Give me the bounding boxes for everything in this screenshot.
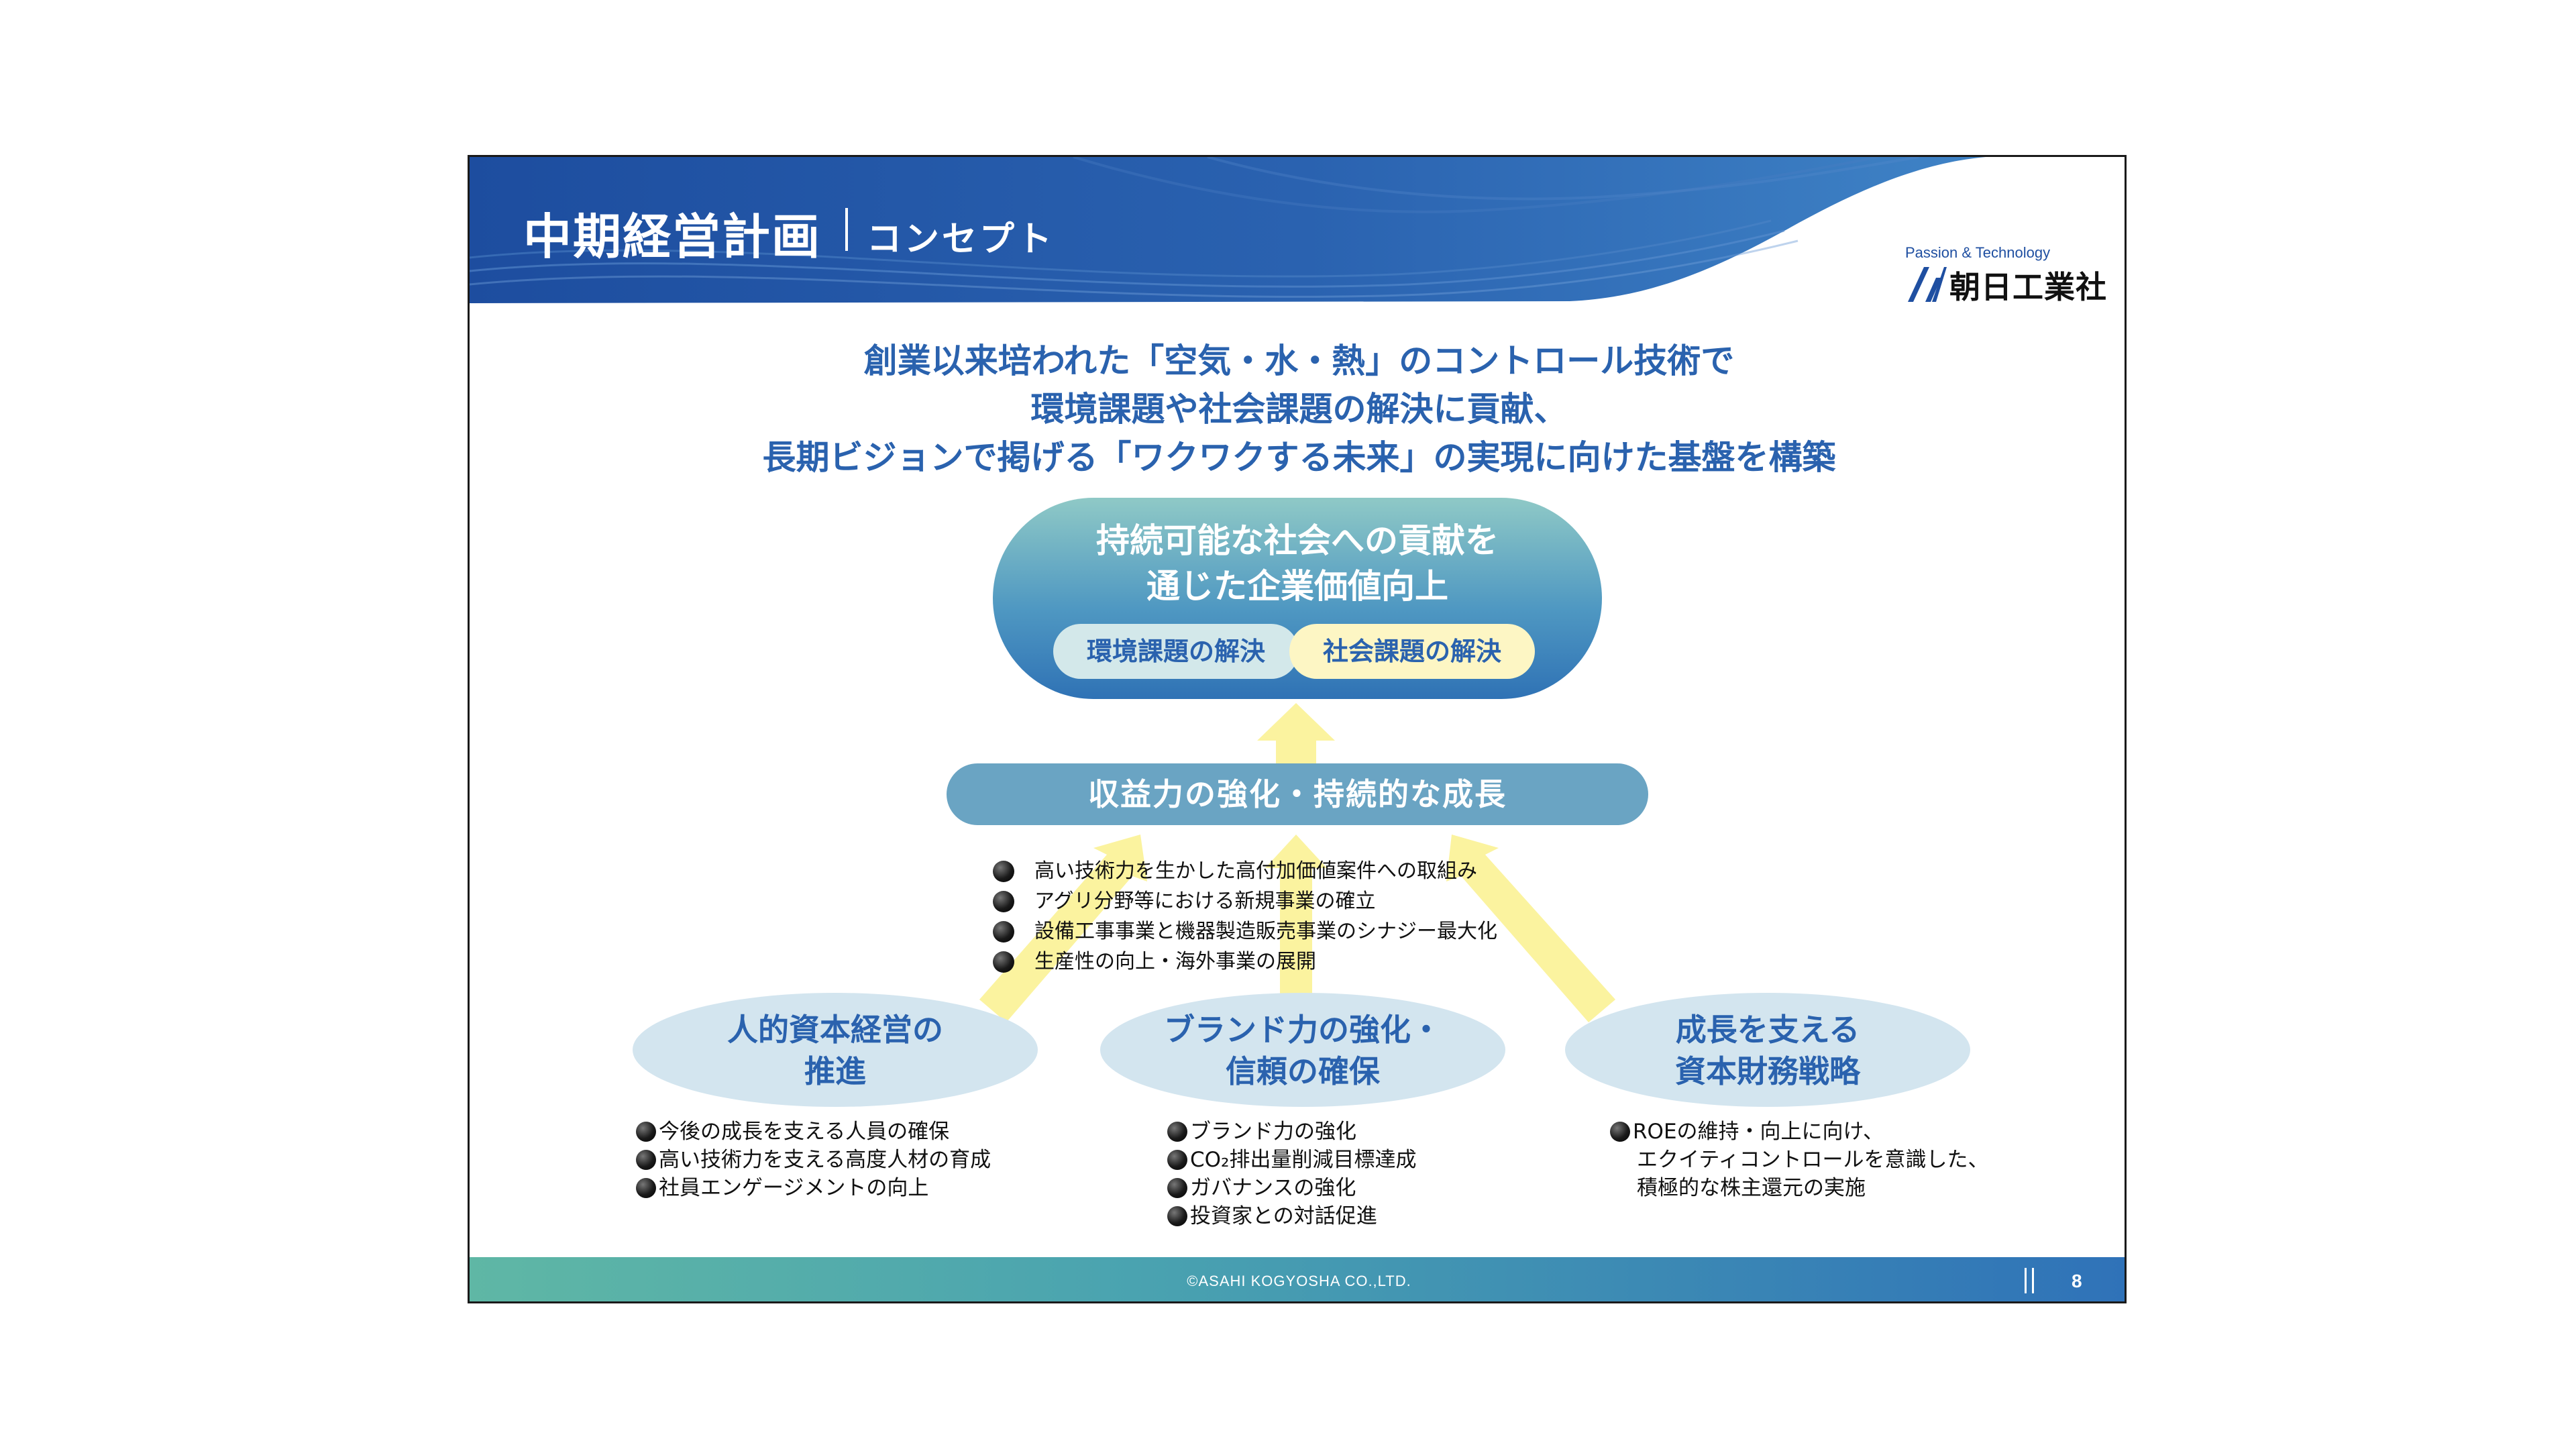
goal-line: 持続可能な社会への貢献を [1096,521,1499,560]
list-item-text: 今後の成長を支える人員の確保 [659,1120,950,1144]
list-item-text: 設備工事事業と機器製造販売事業のシナジー最大化 [1034,920,1497,943]
list-item: アグリ分野等における新規事業の確立 [991,886,1497,916]
header-wave-band [470,157,1986,303]
flow-arrows [979,703,1615,1022]
pillar-line: ブランド力の強化・ [1164,1012,1442,1048]
list-item: ブランド力の強化 [1167,1118,1416,1146]
list-item-text: ガバナンスの強化 [1190,1176,1356,1200]
pillar-list-capital-strategy: ROEの維持・向上に向け、 エクイティコントロールを意識した、 積極的な株主還元… [1610,1118,1989,1202]
copyright: ©ASAHI KOGYOSHA CO.,LTD. [1187,1273,1411,1289]
list-item-text: ROEの維持・向上に向け、 [1633,1120,1884,1144]
pillar-human-capital: 人的資本経営の 推進 [633,993,1038,1107]
headline-line: 創業以来培われた「空気・水・熱」のコントロール技術で [863,341,1735,380]
goal-pill: 持続可能な社会への貢献を 通じた企業価値向上 環境課題の解決 社会課題の解決 [993,498,1602,699]
bullet-icon [993,921,1014,943]
bullet-icon [993,951,1014,973]
slide: 中期経営計画 コンセプト Passion & Technology 朝日工業社 … [468,155,2127,1303]
chip-environmental: 環境課題の解決 [1053,624,1299,679]
arrow-right-diagonal [1446,835,1615,1022]
list-item-text: エクイティコントロールを意識した、 [1637,1148,1989,1172]
headline-line: 長期ビジョンで掲げる「ワクワクする未来」の実現に向けた基盤を構築 [762,438,1836,477]
list-item-text: 生産性の向上・海外事業の展開 [1034,950,1316,973]
list-item: 高い技術力を生かした高付加価値案件への取組み [991,856,1497,886]
list-item: 設備工事事業と機器製造販売事業のシナジー最大化 [991,916,1497,947]
pillar-brand-trust: ブランド力の強化・ 信頼の確保 [1100,993,1505,1107]
list-item-text: 投資家との対話促進 [1190,1204,1377,1228]
bullet-icon [993,861,1014,882]
headline: 創業以来培われた「空気・水・熱」のコントロール技術で 環境課題や社会課題の解決に… [470,337,2125,482]
title-separator [845,208,848,251]
bullet-icon [1167,1206,1187,1226]
list-item-text: 積極的な株主還元の実施 [1637,1176,1866,1200]
list-item-text: ブランド力の強化 [1190,1120,1356,1144]
pillar-line: 推進 [804,1053,866,1089]
growth-list: 高い技術力を生かした高付加価値案件への取組み アグリ分野等における新規事業の確立… [991,856,1497,977]
list-item: 投資家との対話促進 [1167,1202,1416,1230]
pillar-list-brand-trust: ブランド力の強化 CO₂排出量削減目標達成 ガバナンスの強化 投資家との対話促進 [1167,1118,1416,1230]
bullet-icon [636,1150,656,1170]
headline-line: 環境課題や社会課題の解決に貢献、 [1030,390,1568,429]
goal-title: 持続可能な社会への貢献を 通じた企業価値向上 [993,518,1602,609]
list-item: 今後の成長を支える人員の確保 [636,1118,991,1146]
list-item: ROEの維持・向上に向け、 [1610,1118,1989,1146]
bullet-icon [1167,1178,1187,1198]
pillar-line: 人的資本経営の [727,1012,943,1048]
arrow-left-diagonal [979,835,1147,1022]
list-item: 生産性の向上・海外事業の展開 [991,947,1497,977]
list-item: 高い技術力を支える高度人材の育成 [636,1146,991,1174]
chip-social: 社会課題の解決 [1289,624,1535,679]
bullet-icon [1167,1122,1187,1142]
bullet-icon [636,1122,656,1142]
pillar-line: 資本財務戦略 [1675,1053,1860,1089]
list-item-text: 高い技術力を生かした高付加価値案件への取組み [1034,859,1477,883]
arrow-center-up [1265,835,1327,1000]
pillar-capital-strategy: 成長を支える 資本財務戦略 [1565,993,1970,1107]
list-item: ガバナンスの強化 [1167,1174,1416,1202]
bullet-icon [1610,1122,1630,1142]
pillar-line: 信頼の確保 [1226,1053,1380,1089]
pillar-list-human-capital: 今後の成長を支える人員の確保 高い技術力を支える高度人材の育成 社員エンゲージメ… [636,1118,991,1202]
list-item-text: 社員エンゲージメントの向上 [659,1176,929,1200]
company-logo: Passion & Technology 朝日工業社 [1905,244,2106,305]
growth-bar: 収益力の強化・持続的な成長 [947,763,1648,825]
list-item: 社員エンゲージメントの向上 [636,1174,991,1202]
list-item-text: CO₂排出量削減目標達成 [1190,1148,1417,1172]
logo-tagline: Passion & Technology [1905,244,2051,261]
goal-line: 通じた企業価値向上 [1146,567,1448,606]
list-item-text: 高い技術力を支える高度人材の育成 [659,1148,991,1172]
page-subtitle: コンセプト [867,219,1055,260]
pillar-line: 成長を支える [1675,1012,1860,1048]
list-item: CO₂排出量削減目標達成 [1167,1146,1416,1174]
logo-company-name: 朝日工業社 [1949,269,2107,305]
bullet-icon [636,1178,656,1198]
bullet-icon [1167,1150,1187,1170]
page-number: 8 [2072,1271,2082,1291]
logo-mark-icon [1908,267,1947,302]
footer-band: ©ASAHI KOGYOSHA CO.,LTD. 8 [470,1257,2125,1301]
footer-divider-icon [2025,1268,2034,1293]
arrow-up-to-goal [1257,703,1335,763]
bullet-icon [993,891,1014,912]
list-item-continuation: エクイティコントロールを意識した、 [1610,1146,1989,1174]
list-item-text: アグリ分野等における新規事業の確立 [1034,890,1376,913]
list-item-continuation: 積極的な株主還元の実施 [1610,1174,1989,1202]
page-title: 中期経営計画 [523,209,822,265]
